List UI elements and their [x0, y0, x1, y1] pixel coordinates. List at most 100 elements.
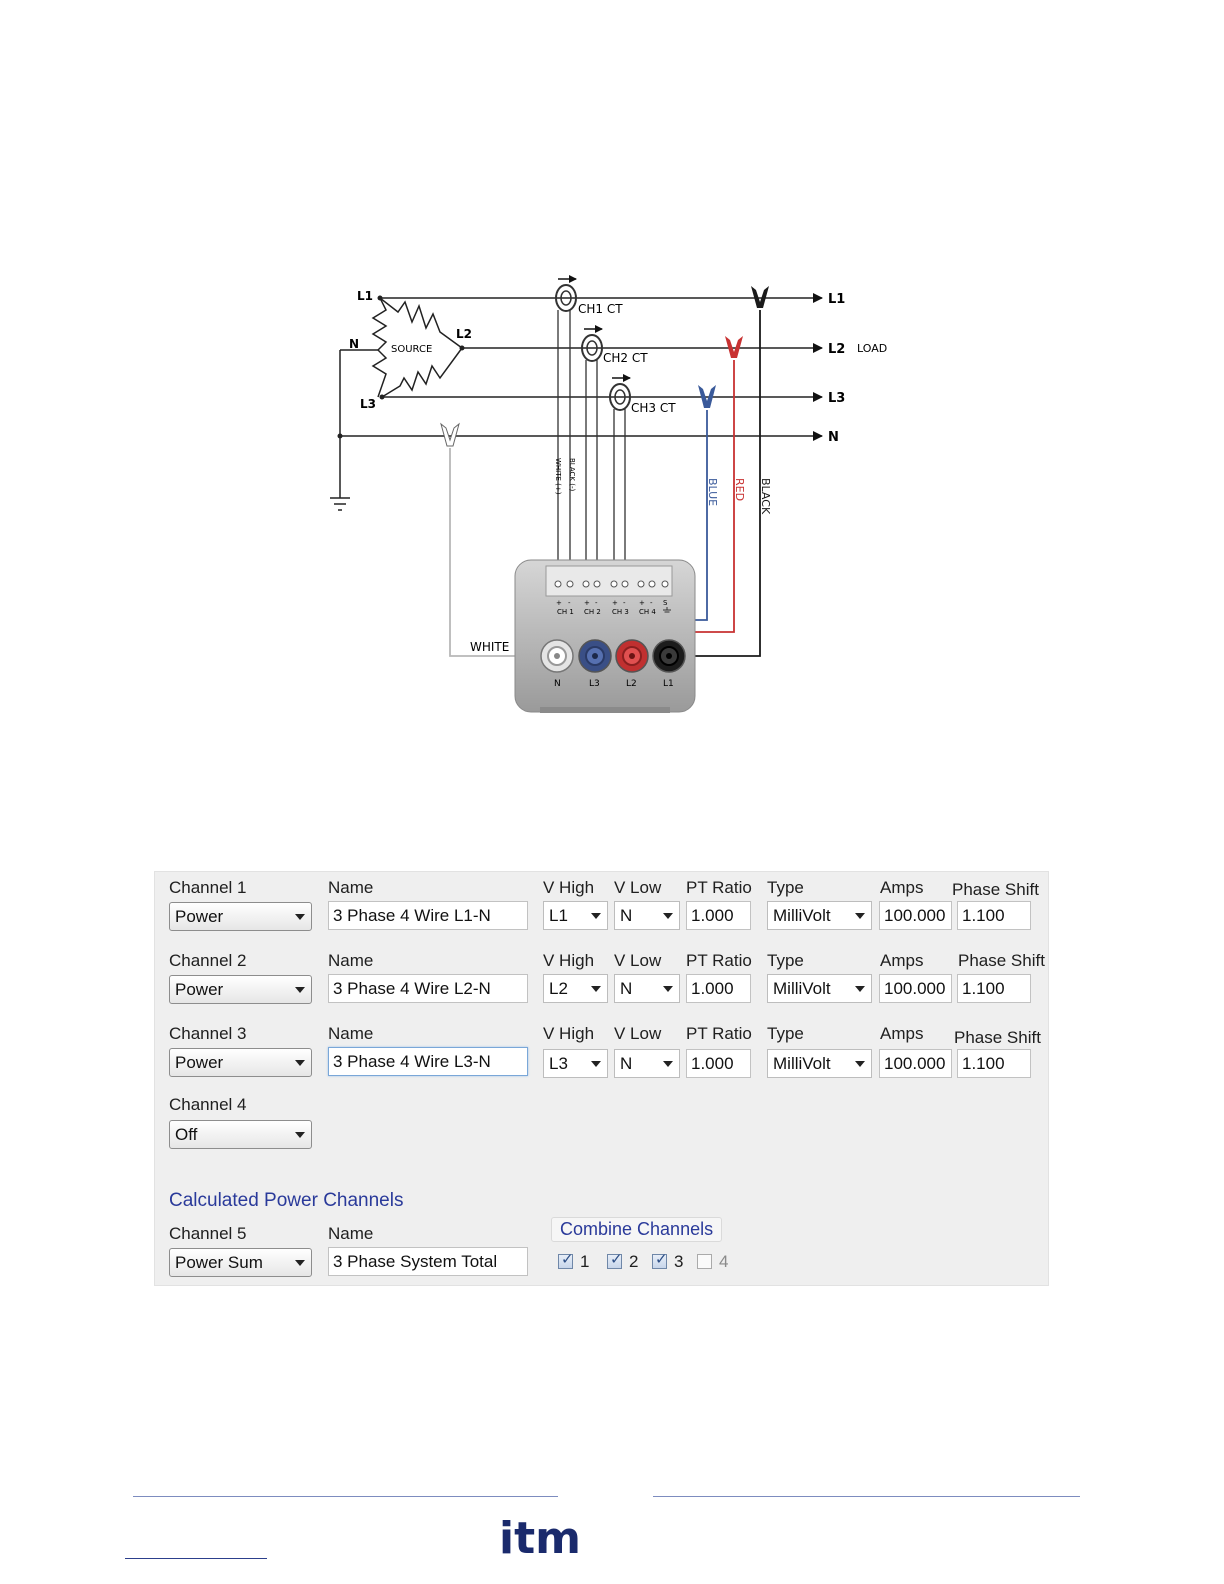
channel3-name-input[interactable]: 3 Phase 4 Wire L3-N: [328, 1047, 528, 1076]
channel3-pt-input[interactable]: 1.000: [686, 1049, 751, 1078]
channel4-mode-value: Off: [175, 1125, 198, 1144]
channel2-name-input[interactable]: 3 Phase 4 Wire L2-N: [328, 974, 528, 1003]
channel3-name-label: Name: [328, 1024, 374, 1043]
channel2-amps-input[interactable]: 100.000: [879, 974, 952, 1003]
channel3-phase-input[interactable]: 1.100: [957, 1049, 1031, 1078]
channel1-vlow-label: V Low: [614, 878, 662, 897]
channel1-phase-input[interactable]: 1.100: [957, 901, 1031, 930]
ct-lead-black-label: BLACK (-): [568, 458, 576, 491]
channel2-vhigh-select[interactable]: L2: [543, 974, 608, 1003]
channel3-vhigh-label: V High: [543, 1024, 595, 1043]
channel1-pt-input[interactable]: 1.000: [686, 901, 751, 930]
source-l3-label: L3: [360, 397, 376, 411]
clip-red-icon: [725, 336, 743, 358]
chevron-down-icon: [591, 1061, 601, 1067]
itm-logo: itm: [499, 1513, 581, 1557]
ct3-clamp: [609, 374, 631, 411]
channel5-name-input[interactable]: 3 Phase System Total: [328, 1247, 528, 1276]
footer-rule-left: [133, 1496, 558, 1497]
channel3-amps-input[interactable]: 100.000: [879, 1049, 952, 1078]
source-symbol: [330, 297, 463, 511]
channel3-label: Channel 3: [169, 1024, 247, 1043]
combine-checkbox-3[interactable]: ✓: [652, 1251, 668, 1269]
footer-rule-right: [653, 1496, 1080, 1497]
channel1-amps-input[interactable]: 100.000: [879, 901, 952, 930]
channel1-amps-label: Amps: [880, 878, 924, 897]
channel2-pt-input[interactable]: 1.000: [686, 974, 751, 1003]
terminal-minus-3: -: [623, 599, 626, 607]
channel3-mode-value: Power: [175, 1053, 224, 1072]
combine-checkbox-1[interactable]: ✓: [558, 1251, 574, 1269]
channel2-vhigh-label: V High: [543, 951, 595, 970]
channel1-type-select[interactable]: MilliVolt: [767, 901, 872, 930]
channel2-type-select[interactable]: MilliVolt: [767, 974, 872, 1003]
channel2-vhigh-value: L2: [549, 979, 568, 998]
lead-blue-label: BLUE: [706, 478, 719, 506]
chevron-down-icon: [295, 914, 305, 920]
wiring-diagram: L1 L2 L3 N SOURCE CH1 CT CH2 CT CH3 CT W…: [330, 275, 887, 713]
check-icon: ✓: [561, 1251, 574, 1268]
meter-device: [514, 559, 696, 713]
lead-black: [668, 310, 761, 657]
terminal-plus-3: +: [612, 599, 618, 607]
combine-label-1: 1: [580, 1252, 590, 1271]
channel5-label: Channel 5: [169, 1224, 247, 1243]
channel1-phase-label: Phase Shift: [952, 880, 1039, 899]
channel3-phase-label: Phase Shift: [954, 1028, 1041, 1047]
combine-checkbox-4[interactable]: [697, 1254, 712, 1269]
terminal-minus-2: -: [595, 599, 598, 607]
channel3-vlow-value: N: [620, 1054, 633, 1073]
channel2-name-label: Name: [328, 951, 374, 970]
jack-n-icon: [540, 639, 574, 673]
channel5-name-label: Name: [328, 1224, 374, 1243]
jack-l2-label: L2: [626, 679, 637, 689]
ct-leads: [557, 310, 626, 572]
clip-white-icon: [440, 422, 460, 447]
channel3-vlow-select[interactable]: N: [614, 1049, 680, 1078]
terminal-plus-1: +: [556, 599, 562, 607]
channel2-mode-select[interactable]: Power: [169, 975, 312, 1004]
channel2-type-value: MilliVolt: [773, 979, 831, 998]
channel3-amps-label: Amps: [880, 1024, 924, 1043]
jack-l3-label: L3: [589, 679, 600, 689]
load-label: LOAD: [857, 342, 887, 355]
source-l1-label: L1: [357, 289, 373, 303]
check-icon: ✓: [610, 1251, 623, 1268]
load-l2-label: L2: [828, 342, 845, 357]
source-l2-label: L2: [456, 327, 472, 341]
channel3-type-label: Type: [767, 1024, 804, 1043]
terminal-plus-2: +: [584, 599, 590, 607]
channel2-vlow-select[interactable]: N: [614, 974, 680, 1003]
check-icon: ✓: [655, 1251, 668, 1268]
channel4-mode-select[interactable]: Off: [169, 1120, 312, 1149]
channel1-name-input[interactable]: 3 Phase 4 Wire L1-N: [328, 901, 528, 930]
channel1-vlow-select[interactable]: N: [614, 901, 680, 930]
combine-label-2: 2: [629, 1252, 639, 1271]
channel1-vhigh-label: V High: [543, 878, 595, 897]
channel4-label: Channel 4: [169, 1095, 247, 1114]
channel5-mode-select[interactable]: Power Sum: [169, 1248, 312, 1277]
channel3-mode-select[interactable]: Power: [169, 1048, 312, 1077]
chevron-down-icon: [295, 1060, 305, 1066]
load-l3-label: L3: [828, 391, 845, 406]
chevron-down-icon: [855, 1061, 865, 1067]
terminal-block: [554, 580, 669, 588]
chevron-down-icon: [295, 1260, 305, 1266]
channel1-type-label: Type: [767, 878, 804, 897]
channel-config-panel: Channel 1 Power Name 3 Phase 4 Wire L1-N…: [154, 871, 1049, 1286]
channel2-phase-input[interactable]: 1.100: [957, 974, 1031, 1003]
jack-l1-icon: [652, 639, 686, 673]
channel1-vhigh-select[interactable]: L1: [543, 901, 608, 930]
channel1-mode-select[interactable]: Power: [169, 902, 312, 931]
channel1-pt-label: PT Ratio: [686, 878, 752, 897]
channel2-mode-value: Power: [175, 980, 224, 999]
channel3-vhigh-select[interactable]: L3: [543, 1049, 608, 1078]
jack-l2-icon: [615, 639, 649, 673]
channel3-type-select[interactable]: MilliVolt: [767, 1049, 872, 1078]
lead-white: [449, 448, 540, 657]
terminal-minus-1: -: [568, 599, 571, 607]
ground-icon: [663, 607, 671, 613]
load-l1-label: L1: [828, 292, 845, 307]
combine-checkbox-2[interactable]: ✓: [607, 1251, 623, 1269]
chevron-down-icon: [295, 1132, 305, 1138]
